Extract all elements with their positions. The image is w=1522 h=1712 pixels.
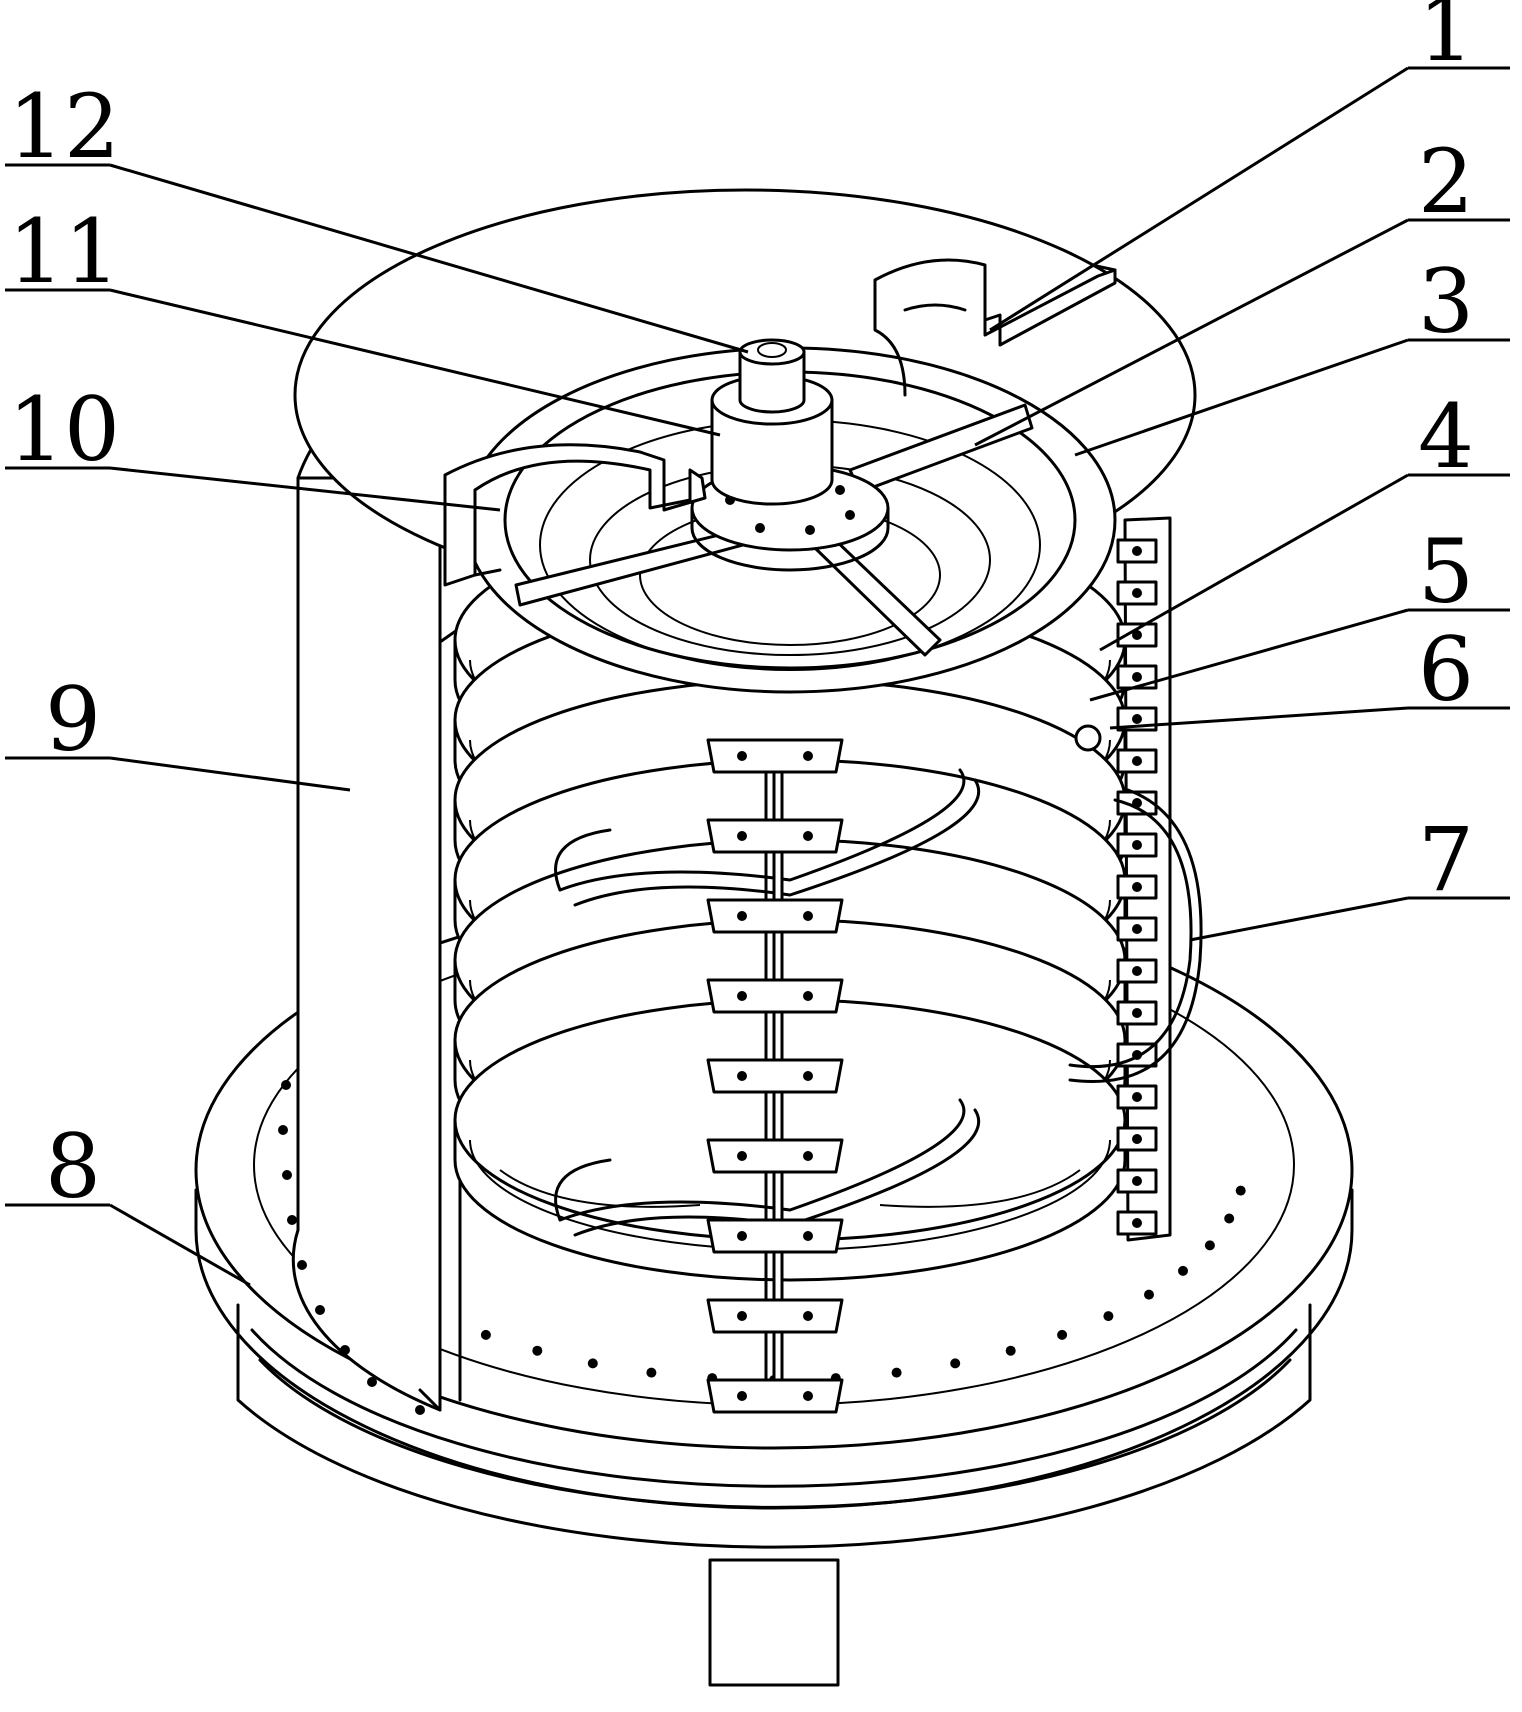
callout-2: 2 bbox=[1418, 130, 1474, 233]
inlet-duct-left bbox=[443, 443, 707, 587]
sensor-knob bbox=[1074, 724, 1102, 752]
callout-11: 11 bbox=[8, 200, 120, 303]
callout-8: 8 bbox=[45, 1115, 101, 1218]
callout-4: 4 bbox=[1418, 385, 1474, 488]
callout-3: 3 bbox=[1418, 250, 1474, 353]
plate-bolt-holes bbox=[480, 1185, 1246, 1385]
drive-shaft bbox=[710, 338, 834, 506]
center-rail bbox=[706, 738, 844, 1414]
callout-1: 1 bbox=[1418, 0, 1474, 81]
callout-5: 5 bbox=[1418, 520, 1474, 623]
callout-12: 12 bbox=[8, 75, 120, 178]
callout-10: 10 bbox=[8, 378, 120, 481]
callout-9: 9 bbox=[45, 668, 101, 771]
callout-6: 6 bbox=[1418, 618, 1474, 721]
support-block bbox=[708, 1558, 840, 1687]
callout-7: 7 bbox=[1418, 808, 1474, 911]
callout-labels: 1 2 3 4 5 6 7 8 9 10 11 12 bbox=[8, 0, 1474, 1218]
top-assembly bbox=[463, 346, 1117, 694]
leader-lines bbox=[5, 66, 1510, 1287]
side-pipe bbox=[1068, 788, 1203, 1083]
